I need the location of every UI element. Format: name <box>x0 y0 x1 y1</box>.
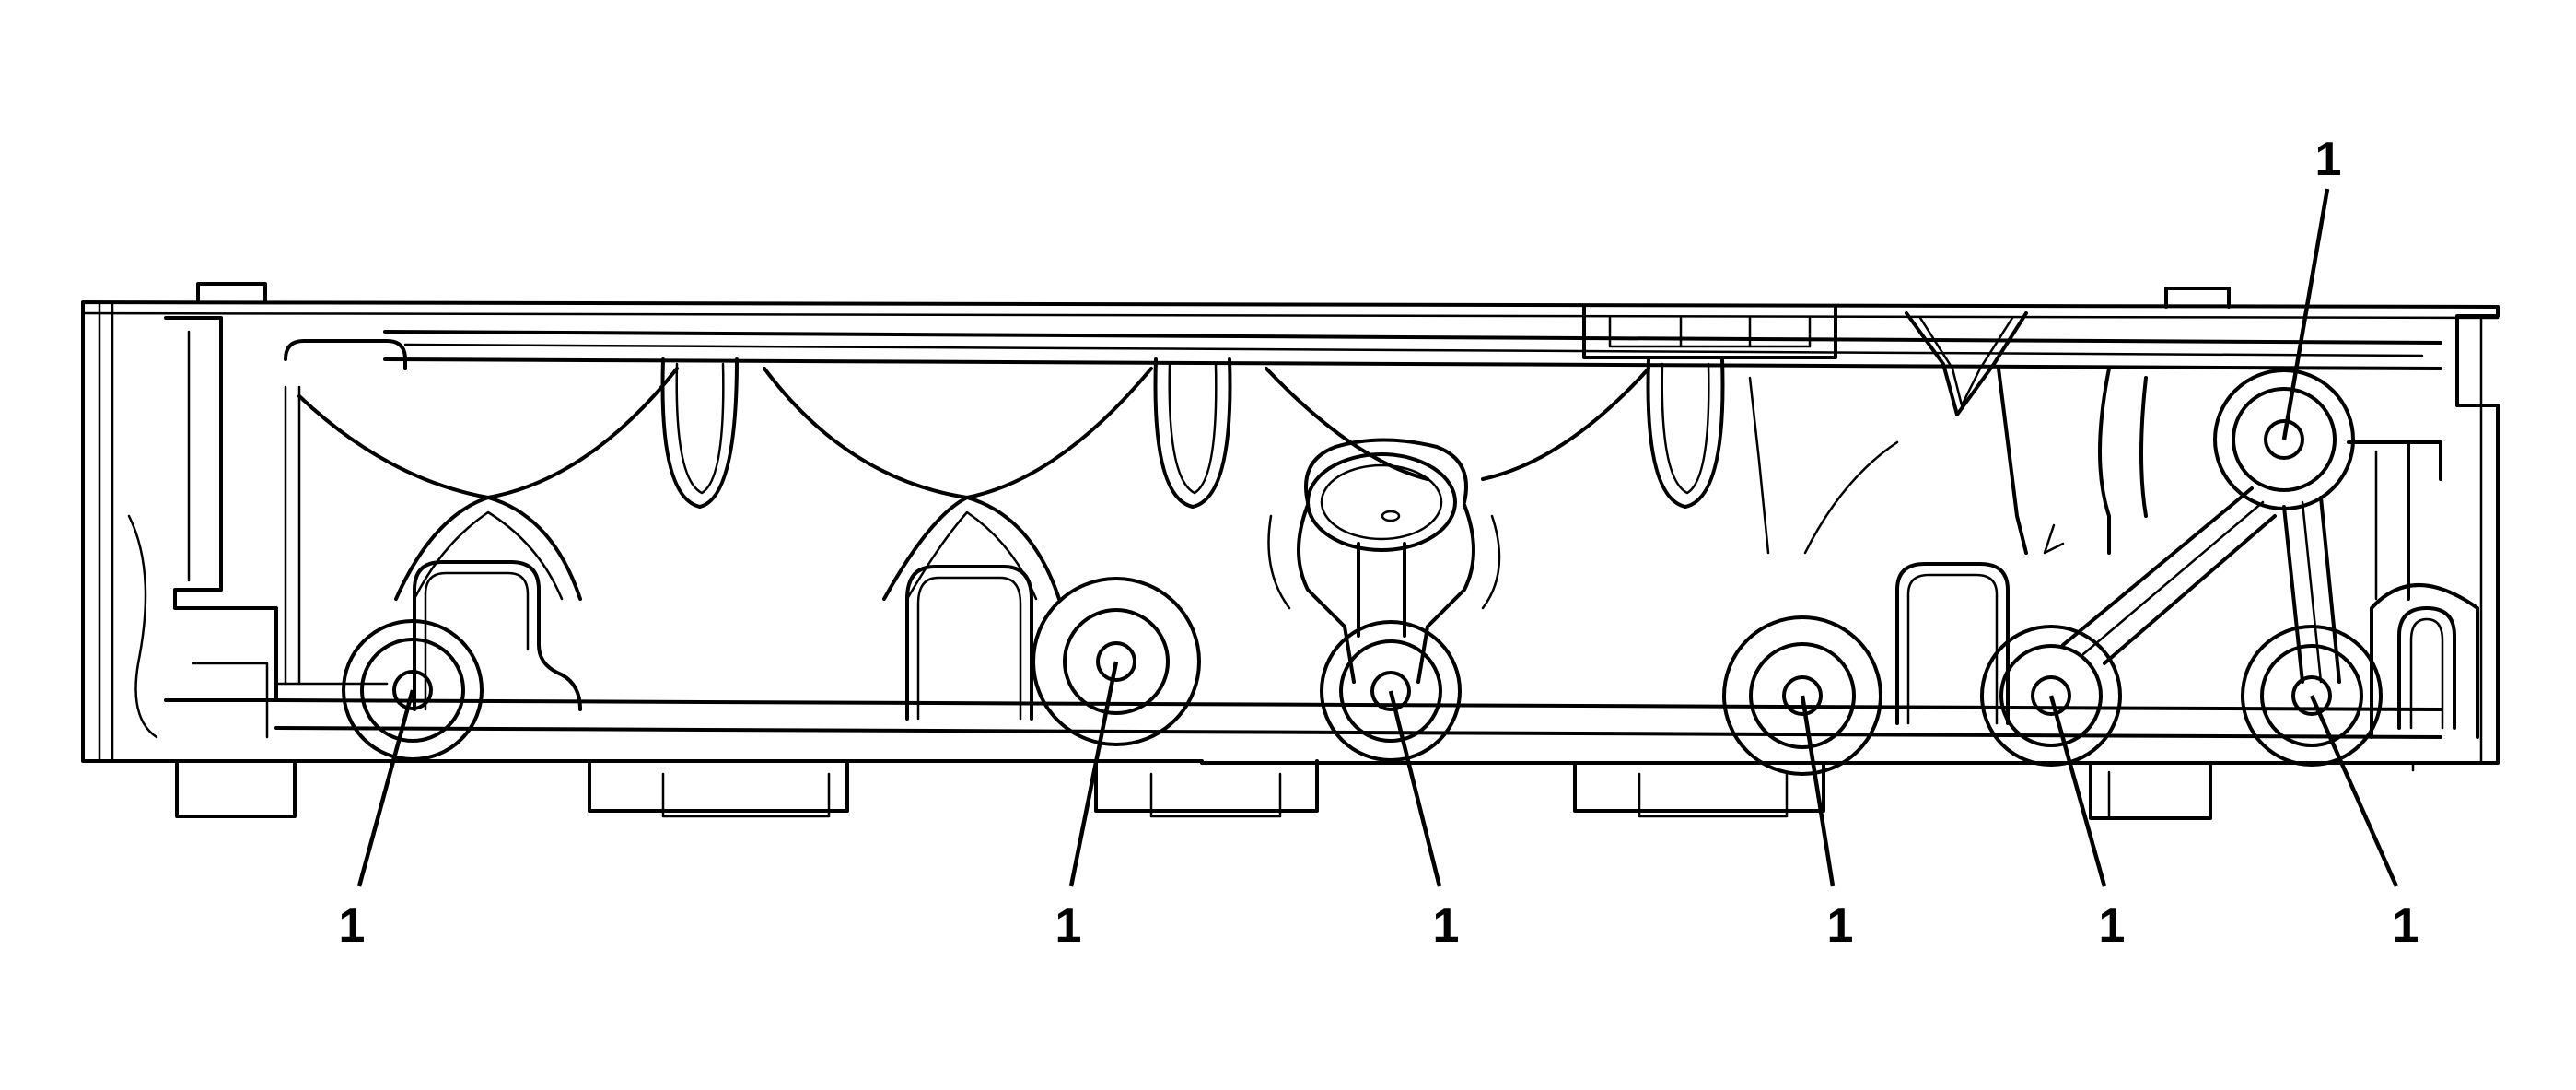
callout-label-bolt-1: 1 <box>339 899 366 953</box>
injector-well <box>1267 438 1501 684</box>
port-openings <box>413 560 2479 739</box>
callout-leader <box>1068 661 1119 887</box>
callout-leader <box>1388 690 1442 887</box>
bolt-bosses <box>342 369 2383 776</box>
bolt-boss <box>2241 625 2383 767</box>
callout-labels: 1 1 1 1 1 1 1 <box>339 133 2419 953</box>
bolt-boss <box>342 619 484 761</box>
callout-leaders <box>356 188 2399 887</box>
callout-leader <box>1800 695 1836 887</box>
bolt-boss <box>1320 620 1462 762</box>
right-end-details <box>1748 311 2442 684</box>
callout-label-bolt-5: 1 <box>2099 899 2126 953</box>
cylinder-head-casting <box>81 282 2500 820</box>
bolt-boss <box>1980 625 2122 767</box>
callout-label-bolt-3: 1 <box>1433 899 1460 953</box>
callout-leader <box>2048 695 2107 887</box>
callout-label-bolt-7: 1 <box>2315 133 2342 186</box>
callout-label-bolt-6: 1 <box>2393 899 2419 953</box>
callout-label-bolt-2: 1 <box>1055 899 1082 953</box>
callout-leader <box>2309 695 2399 887</box>
callout-label-bolt-4: 1 <box>1827 899 1854 953</box>
bolt-boss <box>1032 577 1201 746</box>
bolt-boss <box>1722 615 1882 776</box>
bolt-boss <box>2213 369 2355 510</box>
callout-leader <box>356 689 415 887</box>
callout-leader <box>2281 188 2330 440</box>
